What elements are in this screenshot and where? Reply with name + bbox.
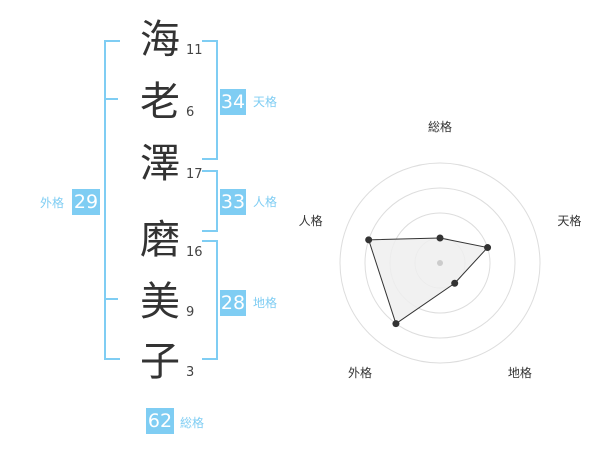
- gaikaku-tick-2: [104, 298, 118, 300]
- gaikaku-bracket-top: [104, 40, 120, 42]
- radar-axis-label-3: 地格: [508, 365, 532, 380]
- tenkaku-value-badge: 34: [220, 89, 246, 115]
- radar-axis-label-2: 天格: [557, 213, 581, 228]
- name-char-5: 美: [140, 279, 180, 325]
- stroke-count-4: 16: [186, 245, 203, 260]
- name-char-1: 海: [140, 17, 180, 63]
- name-char-4: 磨: [140, 217, 180, 263]
- name-char-2: 老: [140, 79, 180, 125]
- jinkaku-value-badge: 33: [220, 189, 246, 215]
- stroke-count-3: 17: [186, 167, 203, 182]
- name-char-6: 子: [140, 339, 180, 385]
- tenkaku-label: 天格: [253, 95, 278, 109]
- radar-point-5: [365, 236, 373, 244]
- gaikaku-bracket-bottom: [104, 358, 120, 360]
- tenkaku-bracket-bottom: [202, 158, 218, 160]
- gaikaku-tick-1: [104, 98, 118, 100]
- radar-axis-label-4: 外格: [348, 365, 372, 380]
- jinkaku-bracket-top: [202, 170, 218, 172]
- jinkaku-bracket-bottom: [202, 230, 218, 232]
- radar-point-1: [436, 234, 444, 242]
- jinkaku-bracket-vertical: [216, 170, 218, 232]
- stroke-count-5: 9: [186, 305, 195, 320]
- radar-ring-4: [339, 162, 541, 364]
- gaikaku-label: 外格: [40, 196, 65, 210]
- stroke-count-6: 3: [186, 365, 195, 380]
- radar-axis-label-1: 総格: [428, 119, 452, 134]
- stroke-count-1: 11: [186, 43, 203, 58]
- soukaku-label: 総格: [180, 416, 205, 430]
- radar-point-4: [392, 320, 400, 328]
- chikaku-bracket-bottom: [202, 358, 218, 360]
- radar-axis-label-5: 人格: [299, 213, 323, 228]
- gaikaku-value-badge: 29: [72, 189, 100, 215]
- gaikaku-bracket-vertical: [104, 40, 106, 360]
- radar-point-2: [484, 244, 492, 252]
- stroke-count-2: 6: [186, 105, 195, 120]
- radar-ring-3: [364, 187, 516, 339]
- chikaku-bracket-top: [202, 240, 218, 242]
- soukaku-value-badge: 62: [146, 408, 174, 434]
- chikaku-label: 地格: [253, 296, 278, 310]
- jinkaku-label: 人格: [253, 195, 278, 209]
- tenkaku-bracket-vertical: [216, 40, 218, 160]
- radar-center-dot: [437, 260, 443, 266]
- name-char-3: 澤: [140, 141, 180, 187]
- radar-point-3: [451, 279, 459, 287]
- tenkaku-bracket-top: [202, 40, 218, 42]
- chikaku-bracket-vertical: [216, 240, 218, 360]
- chikaku-value-badge: 28: [220, 290, 246, 316]
- radar-data-polygon: [367, 237, 489, 325]
